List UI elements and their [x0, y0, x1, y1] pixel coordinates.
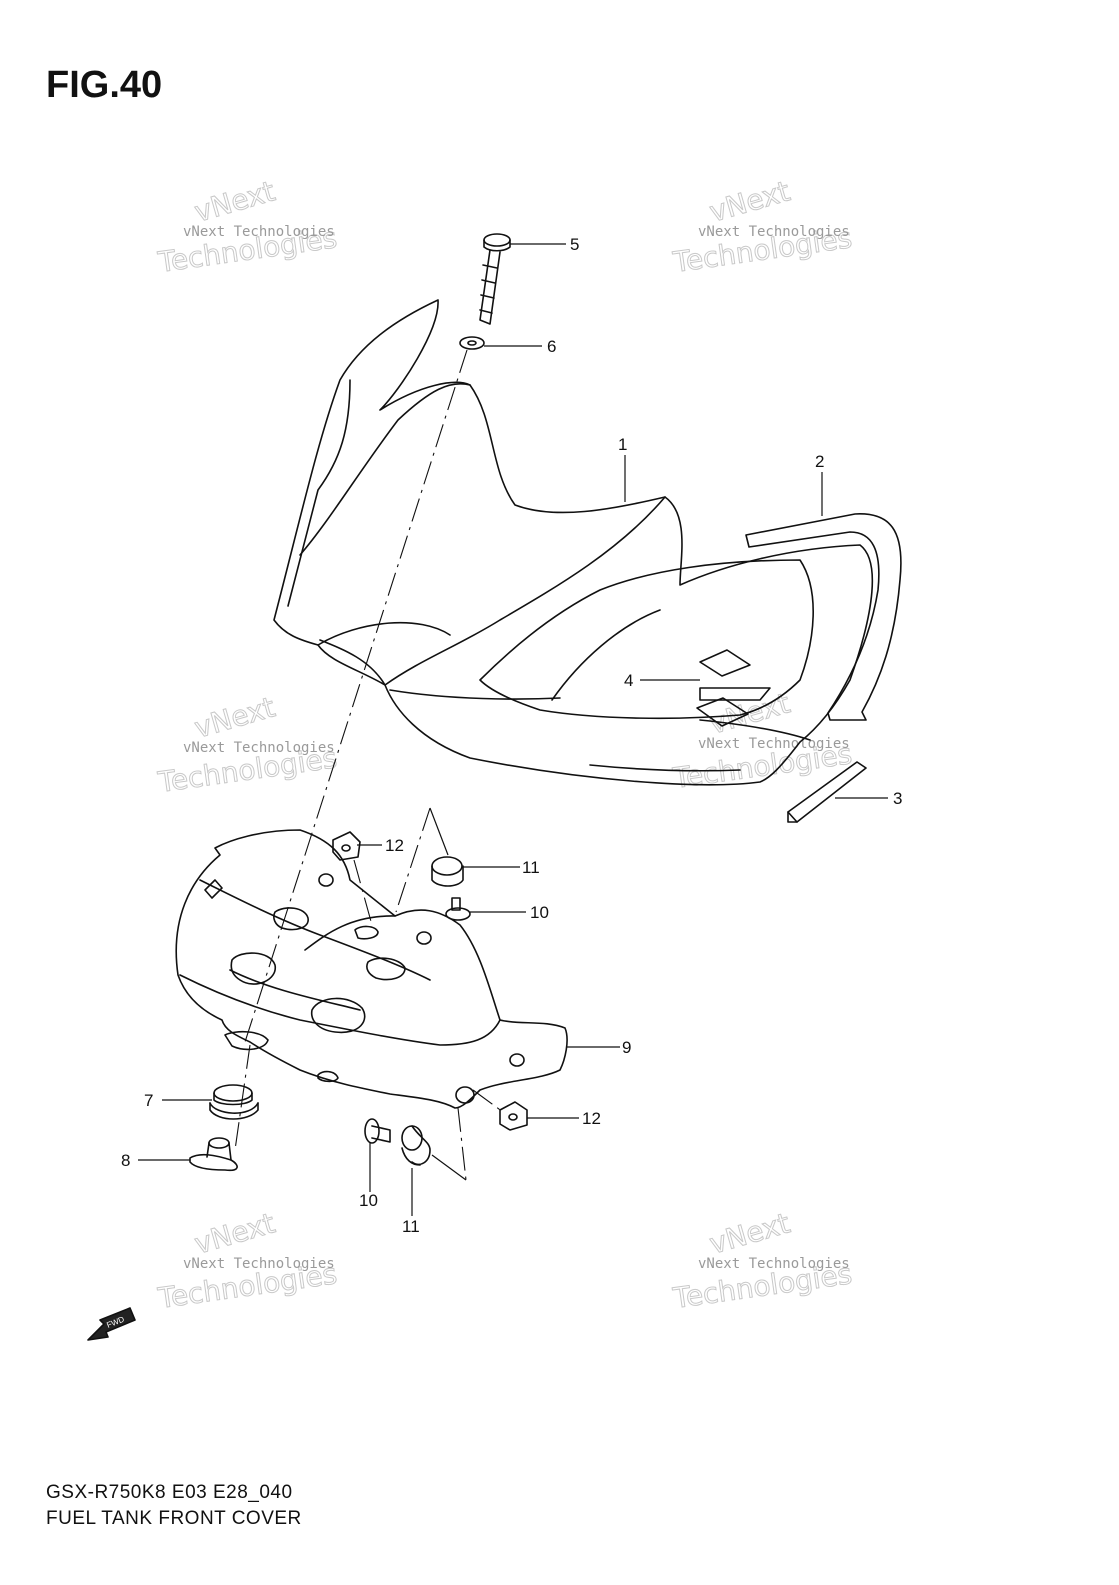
callout-12-bottom: 12	[582, 1109, 601, 1128]
svg-text:vNext: vNext	[706, 1206, 794, 1260]
assembly-line-bolt-bottom	[457, 1107, 467, 1181]
svg-text:vNext Technologies: vNext Technologies	[183, 1256, 335, 1272]
part-2-side-trim	[745, 513, 902, 721]
svg-text:vNext Technologies: vNext Technologies	[698, 1256, 850, 1272]
callout-5: 5	[570, 235, 579, 254]
assembly-line-bracket-grommet	[234, 1044, 251, 1151]
callout-10-bottom: 10	[359, 1191, 378, 1210]
part-10-bolt-top	[445, 897, 471, 921]
watermark-mid-left: Technologies vNext Technologies vNext	[155, 690, 340, 800]
svg-text:vNext Technologies: vNext Technologies	[183, 740, 335, 756]
callout-4: 4	[624, 671, 633, 690]
part-7-grommet	[209, 1084, 259, 1120]
part-6-washer	[459, 336, 485, 350]
callout-11-top: 11	[522, 858, 540, 877]
callout-10-top: 10	[530, 903, 549, 922]
part-12-clip-top	[332, 831, 361, 861]
callout-1: 1	[618, 435, 627, 454]
svg-text:vNext: vNext	[191, 690, 279, 744]
watermark-top-left: Technologies vNext Technologies vNext	[155, 174, 340, 280]
svg-text:vNext: vNext	[191, 1206, 279, 1260]
part-3-trim	[787, 761, 867, 823]
callout-3: 3	[893, 789, 902, 808]
assembly-line-vee-left	[395, 807, 431, 913]
fwd-arrow-icon	[87, 1307, 136, 1341]
part-10-bolt-bottom	[364, 1118, 391, 1144]
part-4-emblem	[696, 649, 771, 727]
assembly-line-clip-bottom	[472, 1089, 504, 1113]
diagram-name: FUEL TANK FRONT COVER	[46, 1508, 302, 1529]
watermark-top-right: Technologies vNext Technologies vNext	[670, 174, 855, 280]
svg-text:vNext Technologies: vNext Technologies	[698, 736, 850, 752]
watermark-mid-right: Technologies vNext Technologies vNext	[670, 686, 855, 796]
part-11-grommet-bottom	[401, 1125, 431, 1166]
part-8-collar	[189, 1137, 238, 1172]
callout-8: 8	[121, 1151, 130, 1170]
svg-text:vNext Technologies: vNext Technologies	[183, 224, 335, 240]
figure-title: FIG.40	[46, 64, 163, 106]
part-12-clip-bottom	[499, 1101, 528, 1131]
svg-text:vNext: vNext	[706, 174, 794, 228]
callout-9: 9	[622, 1038, 631, 1057]
callout-7: 7	[144, 1091, 153, 1110]
part-1-front-cover	[273, 299, 874, 786]
callout-12-top: 12	[385, 836, 404, 855]
callout-6: 6	[547, 337, 556, 356]
assembly-line-cover-bracket	[244, 349, 468, 1043]
part-5-screw	[479, 233, 511, 325]
callout-11-bottom: 11	[402, 1217, 420, 1236]
svg-text:vNext Technologies: vNext Technologies	[698, 224, 850, 240]
watermark-bottom-left: Technologies vNext Technologies vNext	[155, 1206, 340, 1316]
part-11-grommet-top	[431, 856, 464, 887]
diagram-code: GSX-R750K8 E03 E28_040	[46, 1482, 293, 1503]
watermark-bottom-right: Technologies vNext Technologies vNext	[670, 1206, 855, 1316]
callout-2: 2	[815, 452, 824, 471]
part-9-bracket	[175, 829, 568, 1109]
assembly-line-clip-grommet	[353, 859, 373, 926]
svg-text:vNext: vNext	[191, 174, 279, 228]
